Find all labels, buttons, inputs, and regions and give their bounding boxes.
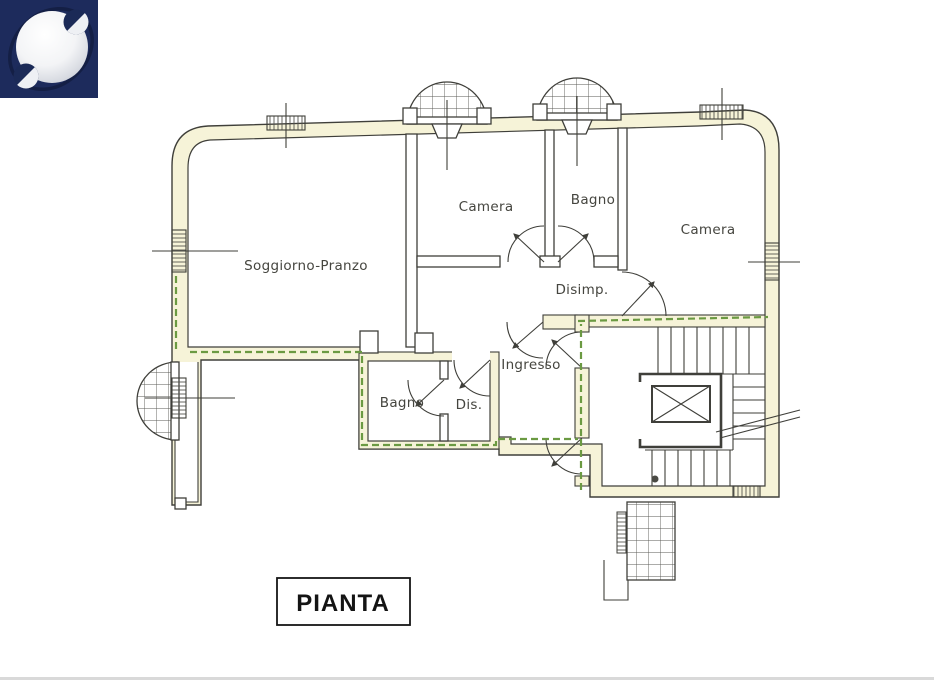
- stair-marker-dot: [651, 475, 659, 483]
- door-arc: [507, 225, 545, 263]
- company-logo: [0, 0, 98, 98]
- room-label-ingresso: Ingresso: [501, 357, 560, 373]
- room-label-dis: Dis.: [456, 397, 483, 413]
- elevator: [638, 372, 723, 449]
- window: [266, 103, 306, 148]
- room-labels: Soggiorno-Pranzo Camera Bagno Camera Dis…: [244, 192, 735, 413]
- service-block: [358, 330, 500, 450]
- orbit-satellite-icon: [63, 9, 89, 35]
- door-arc: [545, 331, 583, 369]
- room-label-bagno-bottom: Bagno: [380, 395, 424, 411]
- bottom-balcony: [603, 501, 676, 601]
- room-label-bagno-top: Bagno: [571, 192, 615, 208]
- door-arc: [453, 359, 491, 397]
- duct-stub: [414, 332, 434, 354]
- room-label-camera-top: Camera: [459, 199, 514, 215]
- apartment-boundary-dashed: [174, 276, 769, 493]
- floorplan-drawing: Soggiorno-Pranzo Camera Bagno Camera Dis…: [136, 77, 801, 601]
- room-label-disimpegno: Disimp.: [555, 282, 608, 298]
- room-label-camera-right: Camera: [681, 222, 736, 238]
- door-arc: [407, 379, 445, 417]
- bay-window: [532, 77, 622, 166]
- bottom-divider: [0, 677, 934, 680]
- balcony-door: [145, 377, 235, 419]
- caption-label: PIANTA: [296, 590, 390, 617]
- windows: [145, 88, 800, 498]
- window: [748, 242, 800, 281]
- wall-notch: [174, 497, 187, 510]
- door-arc: [557, 225, 595, 263]
- room-label-soggiorno-pranzo: Soggiorno-Pranzo: [244, 258, 368, 274]
- staircase: [638, 327, 801, 486]
- duct-stub: [359, 330, 379, 354]
- window: [152, 229, 238, 273]
- door-arc: [621, 271, 667, 317]
- orbit-satellite-icon: [13, 63, 39, 89]
- window: [732, 485, 761, 498]
- leader-lines: [715, 409, 801, 439]
- door-arcs: [407, 225, 667, 475]
- bay-window: [402, 81, 492, 170]
- window: [699, 88, 744, 140]
- door-arc: [545, 437, 583, 475]
- pianta-caption: PIANTA: [276, 577, 411, 626]
- entrance-wall: [574, 314, 590, 333]
- door-arc: [506, 321, 544, 359]
- caption-box: [276, 577, 411, 626]
